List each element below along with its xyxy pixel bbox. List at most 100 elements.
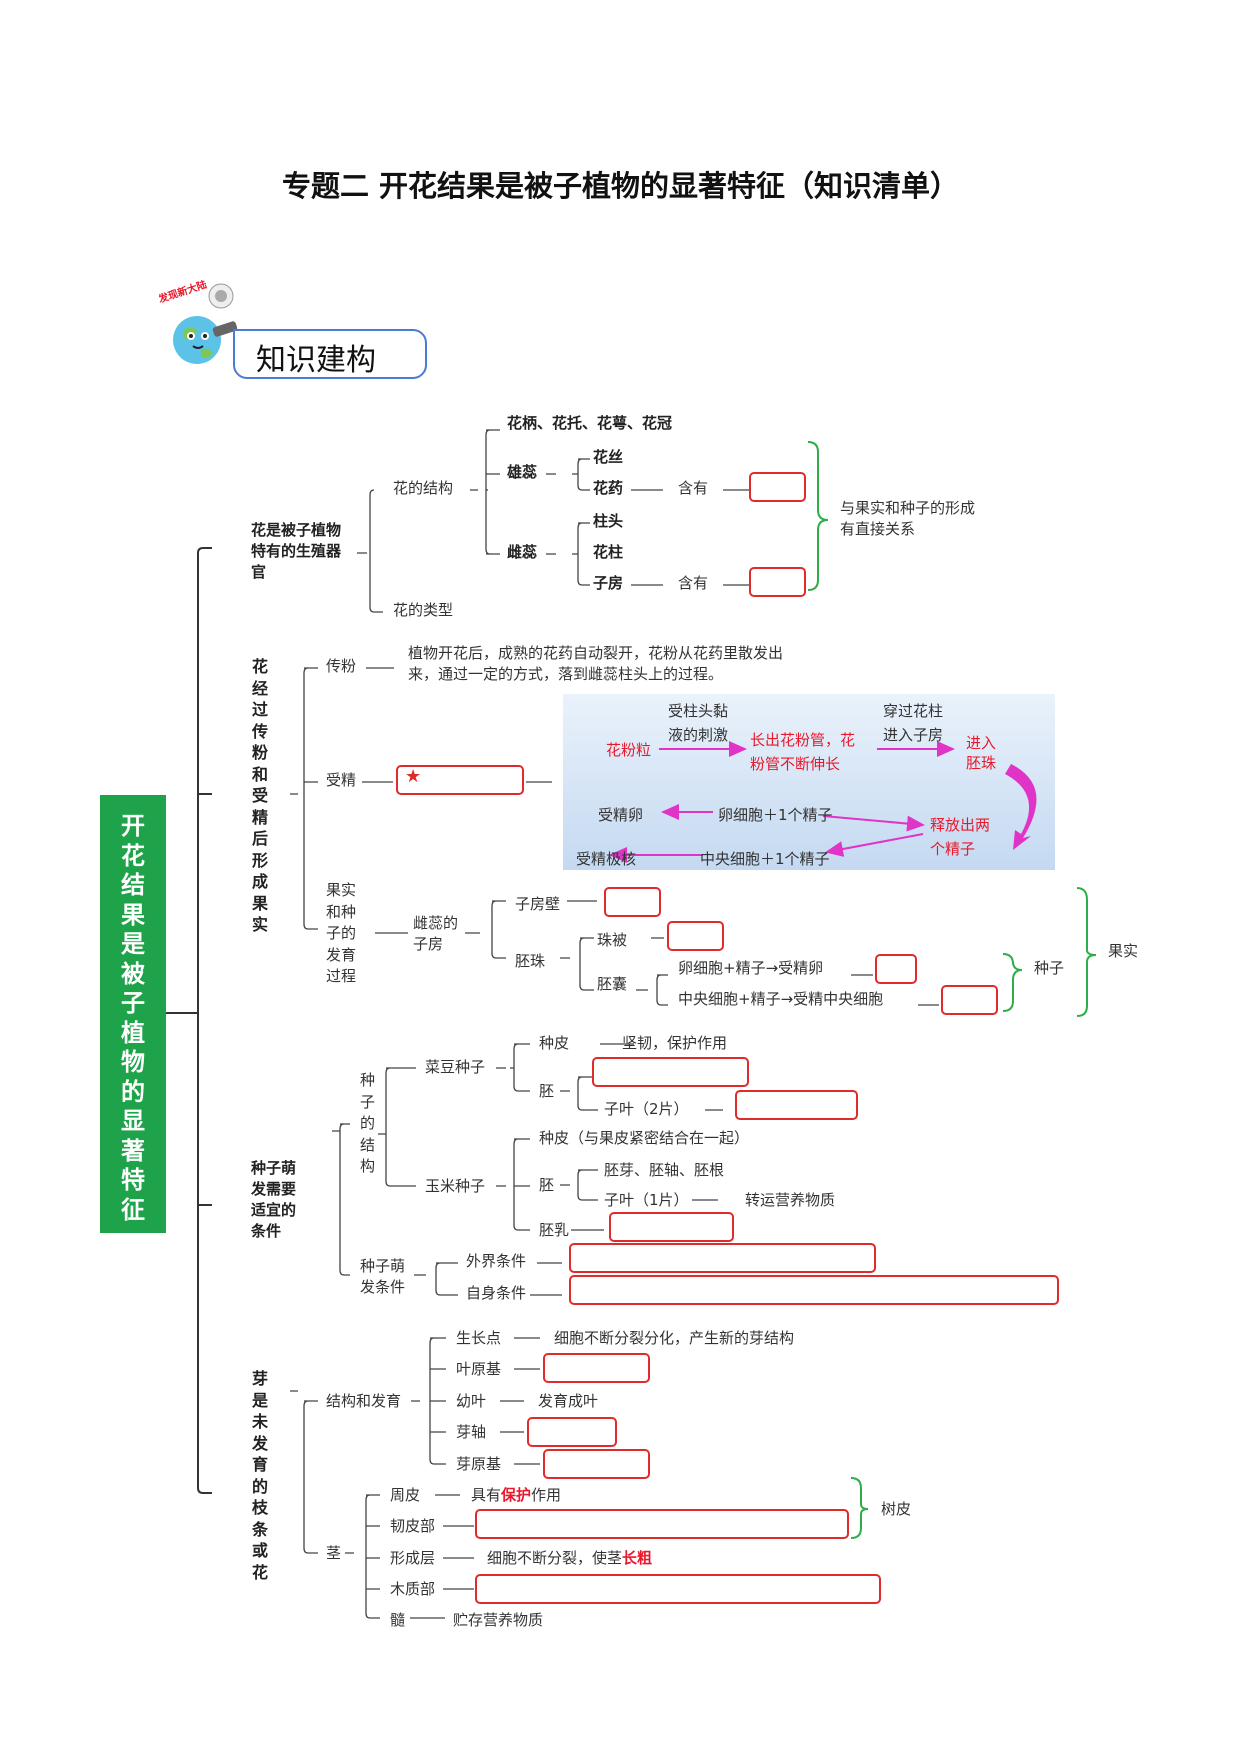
style-label: 花柱 xyxy=(593,543,624,561)
filament-label: 花丝 xyxy=(593,448,624,466)
stigma-label: 柱头 xyxy=(593,512,624,530)
phloem-label: 韧皮部 xyxy=(390,1517,436,1535)
corn-embryo-label: 胚 xyxy=(539,1176,555,1194)
zygote-answer-box[interactable] xyxy=(875,954,917,984)
bud-axis-label: 芽轴 xyxy=(456,1423,487,1441)
integument-answer-box[interactable] xyxy=(667,921,724,951)
epidermis-desc-post: 作用 xyxy=(531,1486,562,1504)
cambium-desc-highlight: 长粗 xyxy=(622,1549,653,1567)
central-answer-box[interactable] xyxy=(941,985,998,1015)
bud-label: 芽是未发育的枝条或花 xyxy=(251,1369,268,1582)
ovary-label: 子房 xyxy=(593,574,624,592)
fert-enter-2: 胚珠 xyxy=(966,754,997,772)
growing-point-label: 生长点 xyxy=(456,1329,502,1347)
fert-stim-1: 受柱头黏 xyxy=(668,702,729,720)
fert-through-2: 进入子房 xyxy=(883,726,944,744)
bean-cotyledon-answer-box[interactable] xyxy=(735,1090,858,1120)
fert-zygote: 受精卵 xyxy=(598,806,644,824)
cambium-label: 形成层 xyxy=(390,1549,436,1567)
fertilization-answer-box[interactable] xyxy=(396,765,524,795)
corn-embryo-parts: 胚芽、胚轴、胚根 xyxy=(604,1161,725,1179)
fert-endo: 受精极核 xyxy=(576,850,637,868)
bud-axis-answer-box[interactable] xyxy=(527,1417,617,1447)
flower-structure-label: 花的结构 xyxy=(393,479,454,497)
page-title: 专题二 开花结果是被子植物的显著特征（知识清单） xyxy=(281,169,960,203)
bud-primordium-label: 芽原基 xyxy=(456,1455,502,1473)
young-leaf-label: 幼叶 xyxy=(456,1392,487,1410)
endosperm-label: 胚乳 xyxy=(539,1221,570,1239)
xylem-answer-box[interactable] xyxy=(475,1574,881,1604)
pollination-desc: 植物开花后，成熟的花药自动裂开，花粉从花药里散发出来，通过一定的方式，落到雌蕊柱… xyxy=(408,644,784,683)
flower-parts-label: 花柄、花托、花萼、花冠 xyxy=(507,414,673,432)
egg-equation: 卵细胞+精子→受精卵 xyxy=(678,959,824,977)
external-conditions-answer-box[interactable] xyxy=(569,1243,876,1273)
embryo-sac-label: 胚囊 xyxy=(597,975,628,993)
seed-label: 种子 xyxy=(1034,959,1065,977)
ovary-wall-label: 子房壁 xyxy=(515,895,561,913)
xylem-label: 木质部 xyxy=(390,1580,436,1598)
fert-tube-2: 粉管不断伸长 xyxy=(750,755,841,773)
development-process-label: 果实和种子的发育过程 xyxy=(326,881,357,985)
central-equation: 中央细胞+精子→受精中央细胞 xyxy=(678,990,884,1008)
stamen-label: 雄蕊 xyxy=(507,463,538,481)
bean-embryo-label: 胚 xyxy=(539,1082,555,1100)
ovary-answer-box[interactable] xyxy=(749,567,806,597)
bark-label: 树皮 xyxy=(881,1500,912,1518)
pollination-label: 传粉 xyxy=(326,657,357,675)
flower-organ-label: 花是被子植物特有的生殖器官 xyxy=(251,521,342,581)
anther-answer-box[interactable] xyxy=(749,472,806,502)
corn-coat-label: 种皮（与果皮紧密结合在一起） xyxy=(539,1129,750,1147)
fertilization-process-panel xyxy=(563,694,1055,870)
ovary-wall-answer-box[interactable] xyxy=(604,887,661,917)
fert-release-1: 释放出两 xyxy=(930,816,991,834)
fert-central: 中央细胞＋1个精子 xyxy=(700,850,830,868)
fert-egg: 卵细胞＋1个精子 xyxy=(718,806,833,824)
germination-conditions-label: 种子萌发条件 xyxy=(360,1257,406,1296)
leaf-primordium-answer-box[interactable] xyxy=(543,1353,650,1383)
bud-structure-label: 结构和发育 xyxy=(326,1392,402,1410)
ovule-label: 胚珠 xyxy=(515,952,546,970)
pistil-label: 雌蕊 xyxy=(507,543,538,561)
bean-coat-label: 种皮 xyxy=(539,1034,570,1052)
section-header-box xyxy=(233,329,427,379)
relation-note: 与果实和种子的形成有直接关系 xyxy=(840,499,976,538)
epidermis-label: 周皮 xyxy=(390,1486,421,1504)
main-topic-label: 开花结果是被子植物的显著特征 xyxy=(121,812,145,1224)
pith-desc: 贮存营养物质 xyxy=(453,1611,544,1629)
corn-cotyledon-label: 子叶（1片） xyxy=(604,1191,689,1209)
fert-pollen: 花粉粒 xyxy=(606,741,652,759)
endosperm-answer-box[interactable] xyxy=(609,1212,734,1242)
young-leaf-desc: 发育成叶 xyxy=(538,1392,599,1410)
bean-embryo-answer-box[interactable] xyxy=(592,1057,749,1087)
fruit-label: 果实 xyxy=(1108,942,1139,960)
epidermis-desc: 具有保护作用 xyxy=(471,1486,561,1504)
cambium-desc: 细胞不断分裂，使茎长粗 xyxy=(487,1549,652,1567)
leaf-primordium-label: 叶原基 xyxy=(456,1360,502,1378)
bean-coat-desc: 坚韧，保护作用 xyxy=(622,1034,728,1052)
bud-primordium-answer-box[interactable] xyxy=(543,1449,650,1479)
flower-types-label: 花的类型 xyxy=(393,601,454,619)
internal-conditions-answer-box[interactable] xyxy=(569,1275,1059,1305)
bean-cotyledon-label: 子叶（2片） xyxy=(604,1100,689,1118)
ovary-contains-label: 含有 xyxy=(678,574,709,592)
fertilization-arrows xyxy=(609,741,1037,863)
corn-seed-label: 玉米种子 xyxy=(425,1177,486,1195)
anther-label: 花药 xyxy=(593,479,624,497)
section-title: 知识建构 xyxy=(256,343,376,378)
fert-tube-1: 长出花粉管，花 xyxy=(750,731,856,749)
external-conditions-label: 外界条件 xyxy=(466,1252,527,1270)
fert-enter-1: 进入 xyxy=(966,734,997,752)
fert-stim-2: 液的刺激 xyxy=(668,726,729,744)
integument-label: 珠被 xyxy=(597,931,628,949)
stem-label: 茎 xyxy=(326,1544,342,1562)
fert-through-1: 穿过花柱 xyxy=(883,702,944,720)
epidermis-desc-highlight: 保护 xyxy=(501,1486,532,1504)
fruiting-label: 花经过传粉和受精后形成果实 xyxy=(251,657,268,934)
phloem-answer-box[interactable] xyxy=(475,1509,849,1539)
bean-seed-label: 菜豆种子 xyxy=(425,1058,486,1076)
pistil-ovary-label: 雌蕊的子房 xyxy=(413,914,459,953)
mascot-icon xyxy=(173,283,238,364)
epidermis-desc-pre: 具有 xyxy=(471,1486,502,1504)
seed-structure-label: 种子的结构 xyxy=(360,1071,376,1175)
